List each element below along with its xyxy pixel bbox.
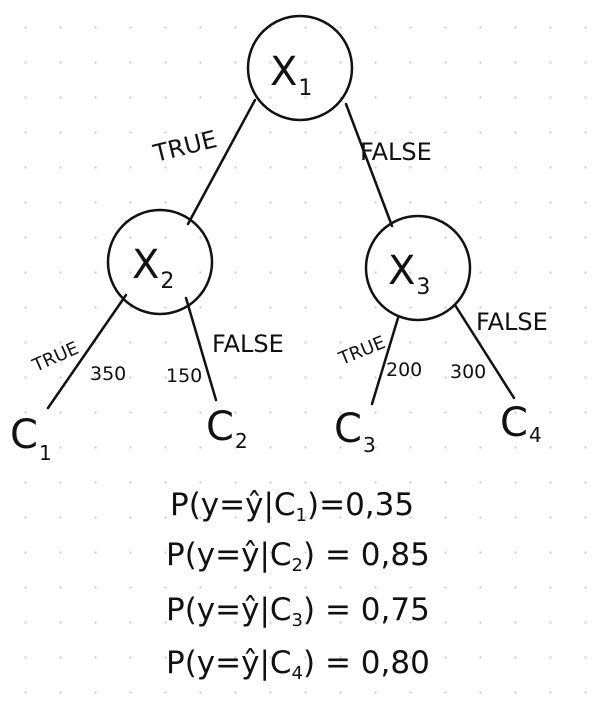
count-c2: 150 [166,365,202,387]
count-c4: 300 [450,361,486,383]
edge-x3-c3 [370,316,400,406]
node-x1-circle [246,14,354,122]
node-x3-label: X3 [388,248,430,300]
edge-x1-x2 [186,98,257,226]
leaf-c3: C3 [334,406,376,457]
edge-x2-c2 [184,296,218,402]
edge-label-x3-c4: FALSE [476,308,548,336]
count-c1: 350 [90,363,126,385]
node-x2-label: X2 [132,242,174,294]
count-c3: 200 [386,359,422,381]
probability-c1: P(y=ŷ|C1)=0,35 [170,487,414,526]
edge-label-x1-x2: TRUE [150,125,220,168]
probability-c4: P(y=ŷ|C4) = 0,80 [166,645,430,684]
node-x2-circle [106,208,214,316]
edge-x3-c4 [453,303,516,400]
node-x3-circle [364,214,472,322]
probability-c2: P(y=ŷ|C2) = 0,85 [166,537,430,576]
edge-label-x3-c3: TRUE [335,332,388,370]
leaf-c4: C4 [500,400,542,447]
edge-label-x2-c2: FALSE [212,330,284,358]
edge-x1-x3 [344,102,394,228]
leaf-c2: C2 [206,404,248,453]
edge-label-x1-x3: FALSE [360,138,432,166]
probability-c3: P(y=ŷ|C3) = 0,75 [166,592,430,631]
node-x1-label: X1 [270,49,312,101]
edge-x2-c1 [46,293,128,410]
leaf-c1: C1 [10,412,52,465]
